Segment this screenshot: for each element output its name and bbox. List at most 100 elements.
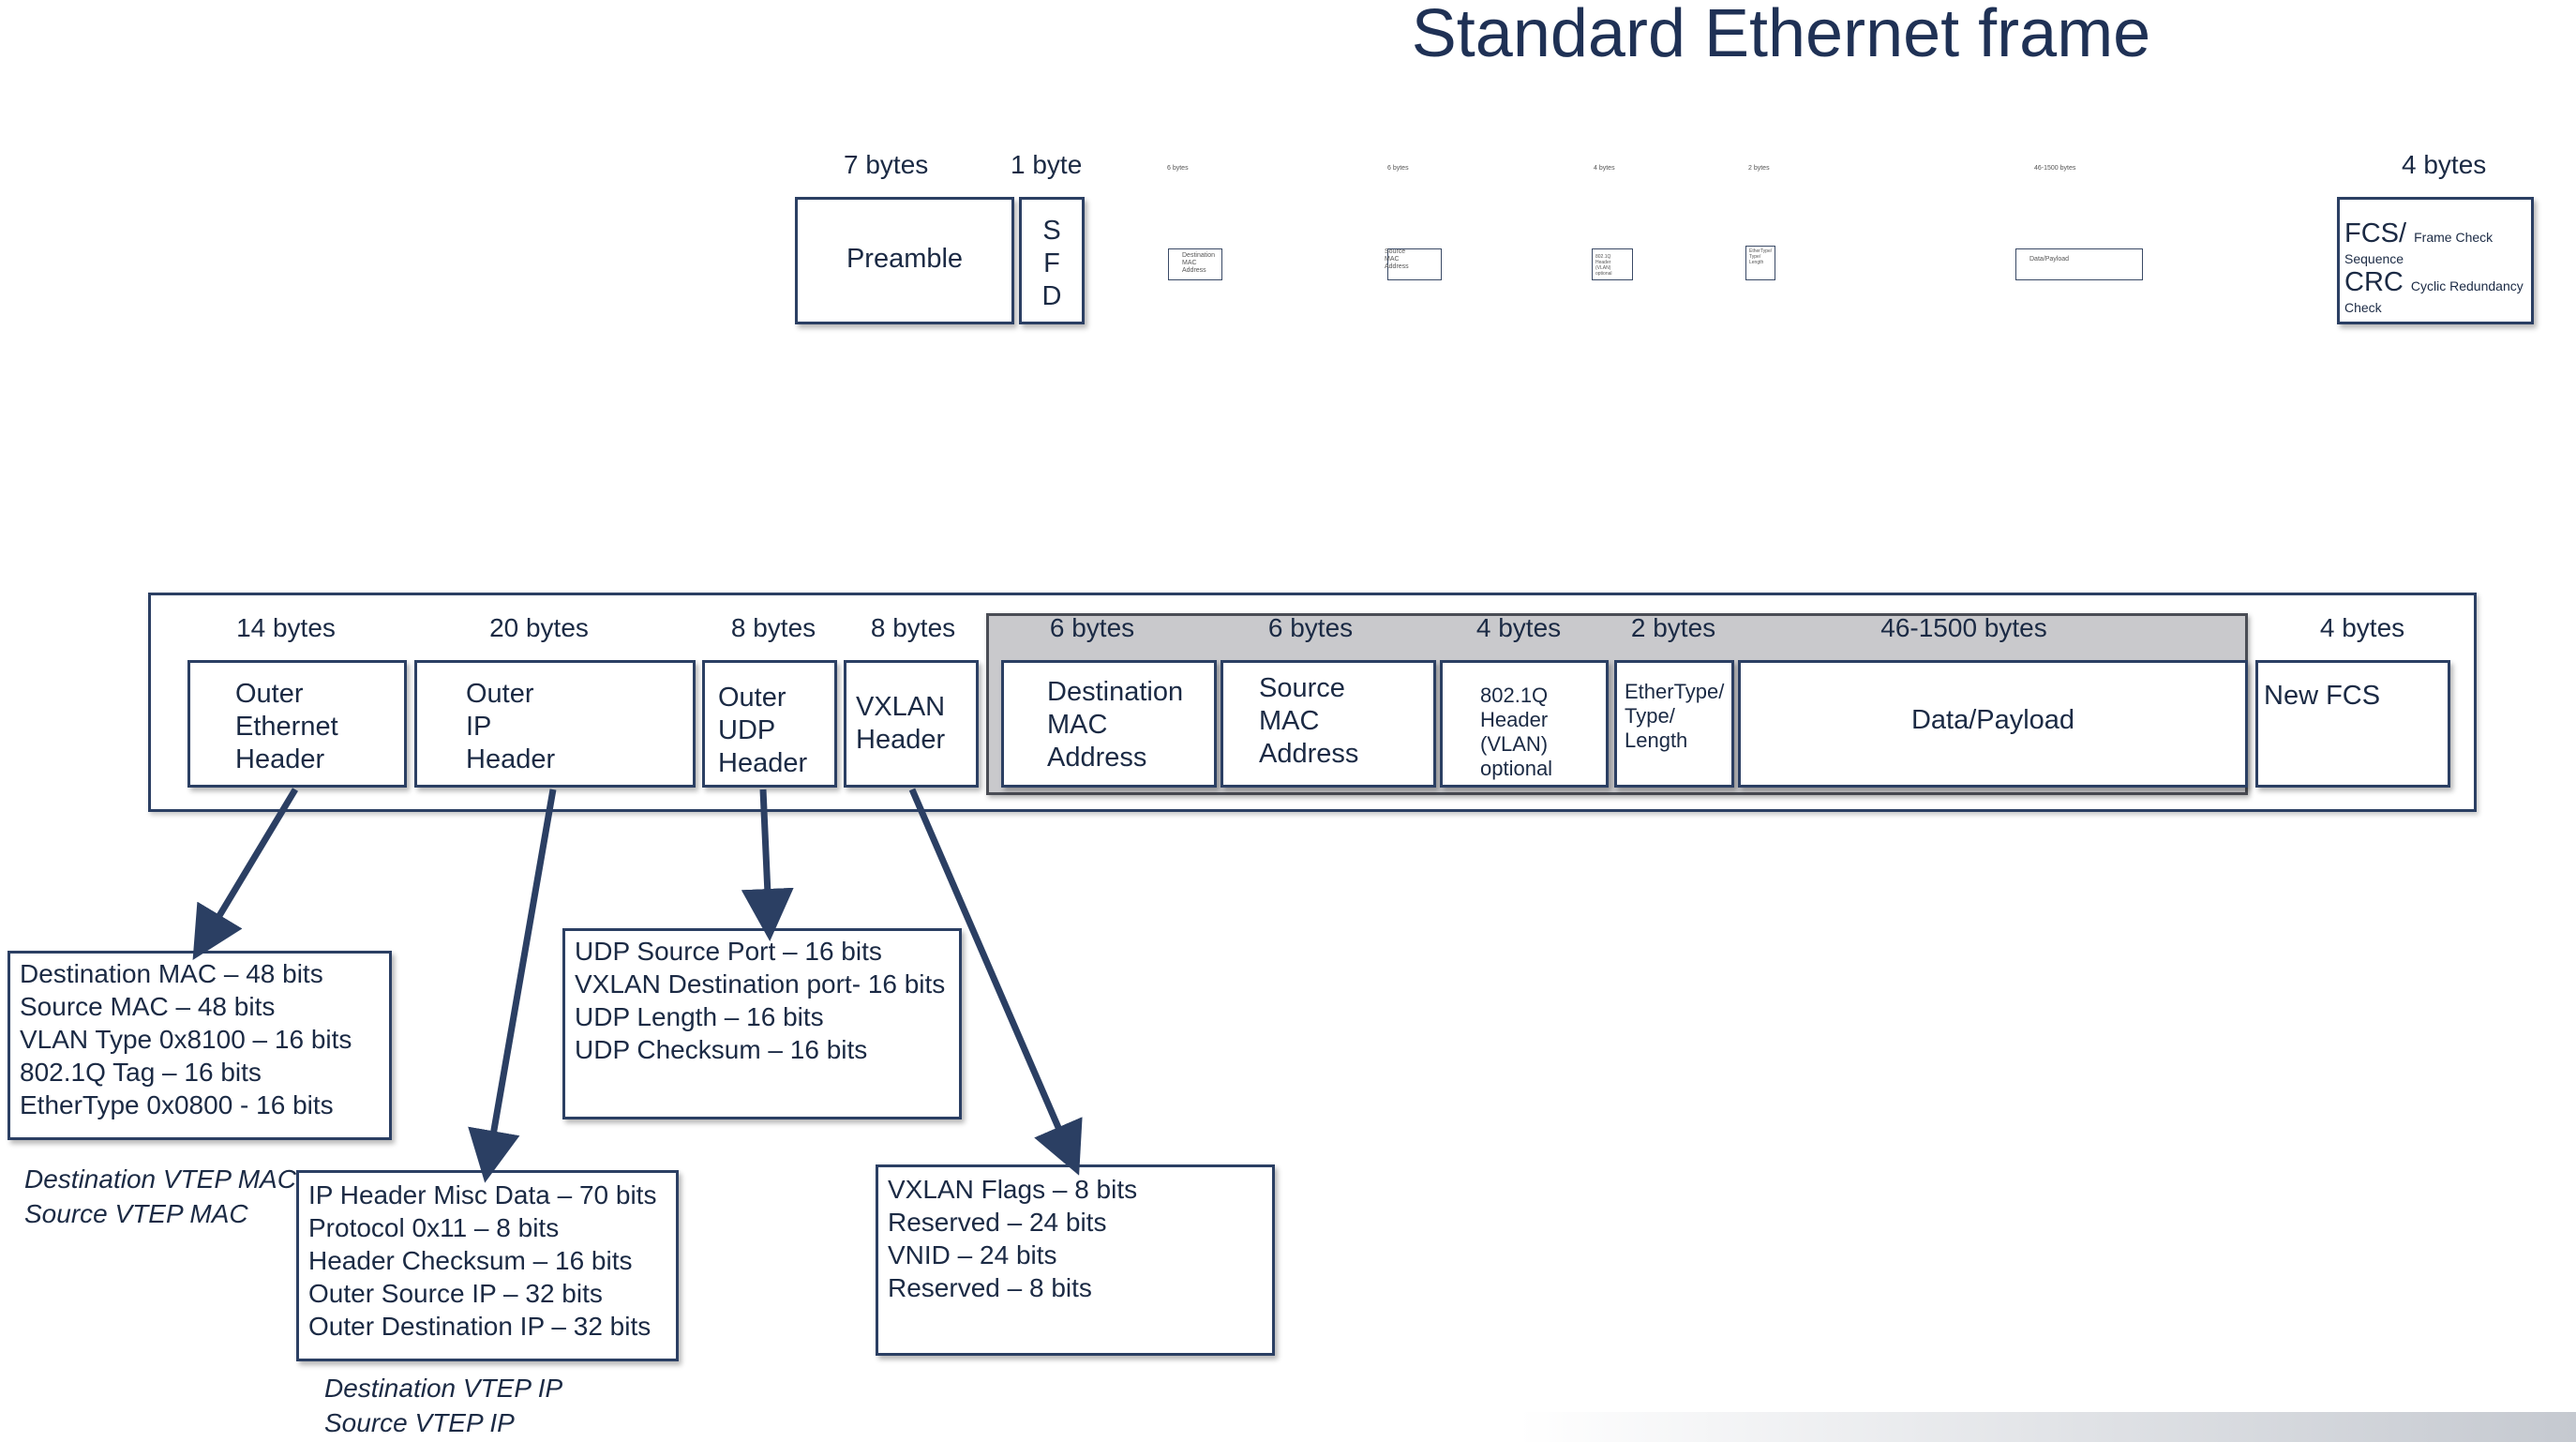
ethertype-line1: EtherType/	[1625, 680, 1725, 703]
src-mac-line2: MAC	[1259, 706, 1320, 736]
outer-ip-header-field: Outer IP Header	[414, 660, 696, 788]
fcs-crc-field: FCS/ Frame Check Sequence CRC Cyclic Red…	[2337, 197, 2534, 324]
payload-field: Data/Payload	[1738, 660, 2248, 788]
vlan-line1: 802.1Q	[1480, 683, 1549, 707]
outer-eth-size: 14 bytes	[236, 613, 336, 642]
new-fcs-label: New FCS	[2264, 681, 2381, 711]
payload-label: Data/Payload	[1910, 705, 2075, 735]
tiny-vlan-size: 4 bytes	[1594, 165, 1615, 172]
tiny-src-mac-size: 6 bytes	[1387, 165, 1409, 172]
tiny-dst-mac-field: Destination MAC Address	[1168, 248, 1222, 280]
sfd-field: S F D	[1019, 197, 1085, 324]
outer-udp-detail-2: VXLAN Destination port- 16 bits	[575, 969, 946, 999]
outer-ip-note-1: Destination VTEP IP	[324, 1374, 563, 1403]
vxlan-detail-box: VXLAN Flags – 8 bits Reserved – 24 bits …	[876, 1164, 1275, 1356]
tiny-src-mac-field: Source MAC Address	[1385, 248, 1442, 280]
fcs-expansion: Frame Check	[2414, 230, 2494, 245]
tiny-vlan-field: 802.1Q Header (VLAN) optional	[1592, 248, 1633, 280]
tiny-payload-field: Data/Payload	[2015, 248, 2143, 280]
ethertype-field: EtherType/ Type/ Length	[1614, 660, 1734, 788]
vxlan-detail-2: Reserved – 24 bits	[888, 1208, 1107, 1237]
dst-mac-line2: MAC	[1047, 710, 1108, 740]
sfd-letter-s: S	[1042, 216, 1061, 246]
dst-mac-field: Destination MAC Address	[1001, 660, 1217, 788]
outer-ip-size: 20 bytes	[489, 613, 589, 642]
bottom-gradient-bar	[1519, 1412, 2576, 1442]
src-mac-field: Source MAC Address	[1221, 660, 1436, 788]
vlan-line3: (VLAN)	[1480, 732, 1549, 756]
src-mac-line1: Source	[1259, 673, 1345, 703]
vxlan-header-line1: VXLAN	[856, 692, 946, 722]
preamble-field: Preamble	[795, 197, 1014, 324]
tiny-ethertype-label: EtherType/ Type/ Length	[1749, 248, 1773, 265]
fcs-expansion-2: Sequence	[2344, 251, 2404, 266]
outer-eth-line1: Outer	[235, 679, 304, 709]
outer-udp-line2: UDP	[718, 715, 776, 745]
crc-label: CRC	[2344, 267, 2404, 297]
arrow-outer-eth	[192, 788, 298, 960]
outer-udp-size: 8 bytes	[730, 613, 816, 642]
tiny-payload-label: Data/Payload	[2029, 256, 2070, 263]
outer-udp-detail-4: UDP Checksum – 16 bits	[575, 1035, 868, 1064]
vlan-line2: Header	[1480, 708, 1549, 731]
src-mac-line3: Address	[1259, 739, 1359, 769]
crc-expansion: Cyclic Redundancy	[2410, 278, 2524, 293]
vlan-size: 4 bytes	[1475, 613, 1562, 642]
crc-line: CRC Cyclic Redundancy	[2344, 267, 2524, 298]
outer-eth-note-2: Source VTEP MAC	[24, 1199, 248, 1228]
arrow-outer-udp	[741, 789, 794, 941]
outer-udp-detail-3: UDP Length – 16 bits	[575, 1002, 824, 1031]
ethertype-size: 2 bytes	[1630, 613, 1716, 642]
outer-ip-line3: Header	[466, 744, 556, 774]
ethertype-line2: Type/	[1625, 704, 1675, 728]
tiny-ethertype-field: EtherType/ Type/ Length	[1745, 246, 1775, 280]
fcs-label: FCS/	[2344, 218, 2407, 248]
vlan-header-field: 802.1Q Header (VLAN) optional	[1440, 660, 1609, 788]
preamble-size-label: 7 bytes	[844, 150, 929, 179]
outer-eth-detail-1: Destination MAC – 48 bits	[20, 959, 323, 988]
fcs-line: FCS/ Frame Check	[2344, 218, 2493, 249]
fcs-size-label: 4 bytes	[2402, 150, 2487, 179]
fcs-new-size: 4 bytes	[2319, 613, 2405, 642]
sfd-letter-d: D	[1041, 281, 1062, 311]
outer-udp-header-field: Outer UDP Header	[702, 660, 837, 788]
outer-ethernet-header-field: Outer Ethernet Header	[187, 660, 407, 788]
vxlan-detail-4: Reserved – 8 bits	[888, 1273, 1092, 1302]
tiny-dst-mac-label: Destination MAC Address	[1182, 252, 1216, 274]
outer-eth-detail-4: 802.1Q Tag – 16 bits	[20, 1058, 262, 1087]
vxlan-detail-3: VNID – 24 bits	[888, 1240, 1057, 1269]
vxlan-detail-1: VXLAN Flags – 8 bits	[888, 1175, 1138, 1204]
outer-ip-detail-4: Outer Source IP – 32 bits	[308, 1279, 603, 1308]
outer-eth-detail-3: VLAN Type 0x8100 – 16 bits	[20, 1025, 352, 1054]
dst-mac-size: 6 bytes	[1049, 613, 1135, 642]
vxlan-size: 8 bytes	[870, 613, 956, 642]
outer-eth-line2: Ethernet	[235, 712, 338, 742]
outer-udp-line3: Header	[718, 748, 808, 778]
sfd-letter-f: F	[1043, 248, 1060, 278]
outer-ip-line2: IP	[466, 712, 492, 742]
page-title: Standard Ethernet frame	[1411, 0, 2151, 71]
tiny-src-mac-label: Source MAC Address	[1385, 248, 1409, 270]
arrow-outer-ip	[468, 789, 557, 1183]
outer-ip-detail-box: IP Header Misc Data – 70 bits Protocol 0…	[296, 1170, 679, 1361]
outer-eth-detail-box: Destination MAC – 48 bits Source MAC – 4…	[7, 951, 392, 1140]
outer-ip-detail-5: Outer Destination IP – 32 bits	[308, 1312, 651, 1341]
new-fcs-field: New FCS	[2255, 660, 2450, 788]
outer-ip-detail-2: Protocol 0x11 – 8 bits	[308, 1213, 560, 1242]
outer-eth-detail-5: EtherType 0x0800 - 16 bits	[20, 1090, 334, 1119]
arrow-vxlan	[908, 788, 1083, 1176]
outer-eth-detail-2: Source MAC – 48 bits	[20, 992, 276, 1021]
outer-udp-line1: Outer	[718, 683, 786, 713]
vxlan-header-line2: Header	[856, 725, 946, 755]
vxlan-header-field: VXLAN Header	[844, 660, 979, 788]
dst-mac-line3: Address	[1047, 743, 1147, 773]
outer-eth-line3: Header	[235, 744, 325, 774]
outer-ip-line1: Outer	[466, 679, 534, 709]
tiny-ethertype-size: 2 bytes	[1748, 165, 1770, 172]
tiny-payload-size: 46-1500 bytes	[2034, 165, 2076, 172]
outer-eth-note-1: Destination VTEP MAC	[24, 1164, 296, 1194]
dst-mac-line1: Destination	[1047, 677, 1184, 707]
crc-expansion-2: Check	[2344, 300, 2382, 315]
tiny-dst-mac-size: 6 bytes	[1167, 165, 1189, 172]
